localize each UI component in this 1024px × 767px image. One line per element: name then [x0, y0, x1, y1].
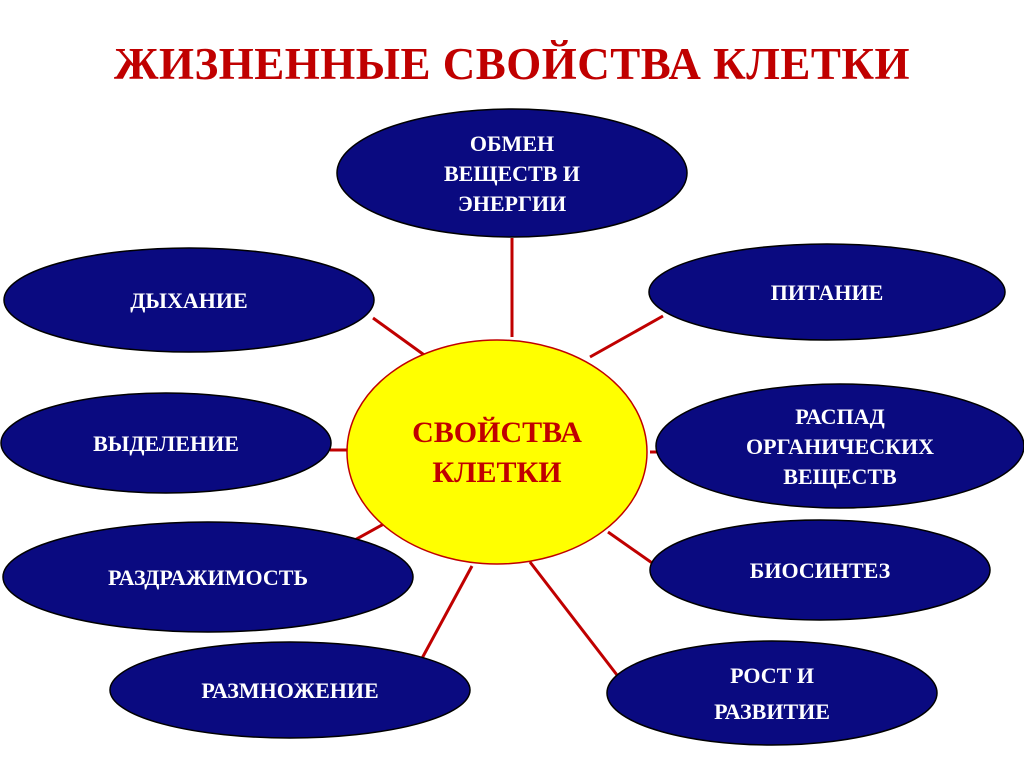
node-razmnozhenie: РАЗМНОЖЕНИЕ [109, 641, 471, 739]
node-ellipse [606, 640, 938, 746]
node-obmen: ОБМЕН ВЕЩЕСТВ И ЭНЕРГИИ [336, 108, 688, 238]
center-label-line: КЛЕТКИ [432, 456, 561, 489]
node-ellipse [0, 392, 332, 494]
center-ellipse [346, 339, 648, 565]
node-pitanie: ПИТАНИЕ [648, 243, 1006, 341]
node-razdrazhimost: РАЗДРАЖИМОСТЬ [2, 521, 414, 633]
center-label-line: СВОЙСТВА [412, 416, 582, 449]
property-nodes: ОБМЕН ВЕЩЕСТВ И ЭНЕРГИИ ПИТАНИЕ РАСПАД ОРГАНИ… [0, 108, 1024, 746]
connector-biosintez [607, 530, 656, 567]
node-label-line: ОРГАНИЧЕСКИХ [746, 434, 934, 459]
connector-dykhanie [372, 316, 428, 359]
node-ellipse [109, 641, 471, 739]
node-label-line: ДЫХАНИЕ [130, 288, 247, 313]
node-label-line: ОБМЕН [470, 131, 554, 156]
node-raspad: РАСПАД ОРГАНИЧЕСКИХ ВЕЩЕСТВ [655, 383, 1024, 509]
node-ellipse [3, 247, 375, 353]
node-ellipse [649, 519, 991, 621]
node-label-line: ЭНЕРГИИ [458, 191, 566, 216]
node-label-line: РАЗДРАЖИМОСТЬ [108, 565, 308, 590]
node-vydelenie: ВЫДЕЛЕНИЕ [0, 392, 332, 494]
connector-rost [528, 561, 619, 676]
connector-razmnozhenie [418, 565, 474, 663]
node-ellipse [336, 108, 688, 238]
node-label-line: ВЫДЕЛЕНИЕ [93, 431, 239, 456]
center-node: СВОЙСТВА КЛЕТКИ [346, 339, 648, 565]
node-ellipse [2, 521, 414, 633]
connector-pitanie [589, 314, 664, 359]
node-label-line: ВЕЩЕСТВ И [444, 161, 580, 186]
node-rost: РОСТ И РАЗВИТИЕ [606, 640, 938, 746]
node-label-line: ВЕЩЕСТВ [783, 464, 897, 489]
node-ellipse [648, 243, 1006, 341]
node-label-line: РОСТ И [730, 663, 814, 688]
node-label-line: РАСПАД [795, 404, 884, 429]
node-label-line: БИОСИНТЕЗ [750, 558, 891, 583]
diagram-title: ЖИЗНЕННЫЕ СВОЙСТВА КЛЕТКИ [113, 39, 910, 89]
node-ellipse [655, 383, 1024, 509]
node-label-line: ПИТАНИЕ [771, 280, 884, 305]
node-label-line: РАЗМНОЖЕНИЕ [201, 678, 378, 703]
node-label-line: РАЗВИТИЕ [714, 699, 830, 724]
node-biosintez: БИОСИНТЕЗ [649, 519, 991, 621]
node-dykhanie: ДЫХАНИЕ [3, 247, 375, 353]
